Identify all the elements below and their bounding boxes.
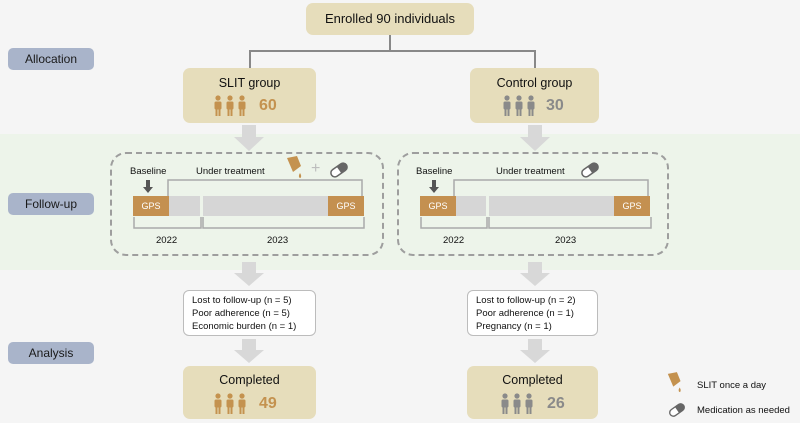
control-completed-count: 26 <box>547 395 565 412</box>
slit-completed-label: Completed <box>219 373 280 387</box>
dropper-icon <box>667 372 681 393</box>
enrolled-label: Enrolled 90 individuals <box>324 11 456 26</box>
stage-analysis: Analysis <box>8 342 94 364</box>
down-arrow-icon <box>429 180 439 193</box>
treatment-bracket <box>167 179 363 199</box>
slit-bar-2022 <box>169 196 200 216</box>
slit-loss-item: Poor adherence (n = 5) <box>192 308 290 319</box>
slit-completed-count: 49 <box>259 395 277 412</box>
person-icon <box>214 393 246 414</box>
control-loss-item: Poor adherence (n = 1) <box>476 308 574 319</box>
dropper-icon <box>287 156 302 178</box>
enrolled-box: Enrolled 90 individuals <box>306 3 474 35</box>
slit-loss-item: Economic burden (n = 1) <box>192 321 297 332</box>
connector-left <box>249 50 251 68</box>
pill-icon <box>581 162 599 178</box>
slit-group-box: SLIT group 60 <box>183 68 316 123</box>
down-arrow-icon <box>520 125 550 151</box>
control-timeline-panel <box>397 152 669 256</box>
stage-allocation: Allocation <box>8 48 94 70</box>
legend-slit-label: SLIT once a day <box>697 380 767 391</box>
slit-gps-baseline: GPS <box>133 196 169 216</box>
control-completed-label: Completed <box>502 373 563 387</box>
person-icon <box>501 393 533 414</box>
control-bar-2022 <box>456 196 486 216</box>
year-bracket <box>420 217 652 229</box>
control-group-box: Control group 30 <box>470 68 599 123</box>
connector-vertical <box>389 35 391 51</box>
down-arrow-icon <box>234 339 264 363</box>
control-year-2023: 2023 <box>555 235 577 246</box>
slit-group-count: 60 <box>259 97 277 114</box>
control-completed-box: Completed 26 <box>467 366 598 419</box>
slit-timeline-panel <box>110 152 384 256</box>
slit-completed-box: Completed 49 <box>183 366 316 419</box>
control-bar-2023 <box>489 196 614 216</box>
down-arrow-icon <box>520 262 550 286</box>
connector-horizontal <box>249 50 536 52</box>
control-loss-item: Lost to follow-up (n = 2) <box>476 295 576 306</box>
slit-bar-2023 <box>203 196 328 216</box>
control-baseline-label: Baseline <box>416 166 453 177</box>
stage-followup: Follow-up <box>8 193 94 215</box>
control-under-treatment-label: Under treatment <box>496 166 565 177</box>
control-loss-item: Pregnancy (n = 1) <box>476 321 552 332</box>
control-gps-baseline: GPS <box>420 196 456 216</box>
connector-right <box>534 50 536 68</box>
plus-sign: + <box>311 160 321 177</box>
person-icon <box>503 95 535 116</box>
year-bracket <box>133 217 365 229</box>
treatment-bracket <box>453 179 649 199</box>
down-arrow-icon <box>234 125 264 151</box>
pill-icon <box>669 403 685 417</box>
control-gps-final: GPS <box>614 196 650 216</box>
down-arrow-icon <box>143 180 153 193</box>
control-group-label: Control group <box>496 76 573 90</box>
slit-year-2023: 2023 <box>267 235 289 246</box>
slit-baseline-label: Baseline <box>130 166 167 177</box>
control-group-count: 30 <box>546 97 564 114</box>
down-arrow-icon <box>234 262 264 286</box>
person-icon <box>214 95 246 116</box>
slit-group-label: SLIT group <box>218 76 281 90</box>
pill-icon <box>330 162 348 178</box>
control-year-2022: 2022 <box>443 235 465 246</box>
down-arrow-icon <box>520 339 550 363</box>
slit-loss-item: Lost to follow-up (n = 5) <box>192 295 292 306</box>
slit-gps-final: GPS <box>328 196 364 216</box>
slit-year-2022: 2022 <box>156 235 178 246</box>
slit-losses-box: Lost to follow-up (n = 5) Poor adherence… <box>183 290 316 336</box>
slit-under-treatment-label: Under treatment <box>196 166 265 177</box>
control-losses-box: Lost to follow-up (n = 2) Poor adherence… <box>467 290 598 336</box>
legend-medication-label: Medication as needed <box>697 405 790 416</box>
